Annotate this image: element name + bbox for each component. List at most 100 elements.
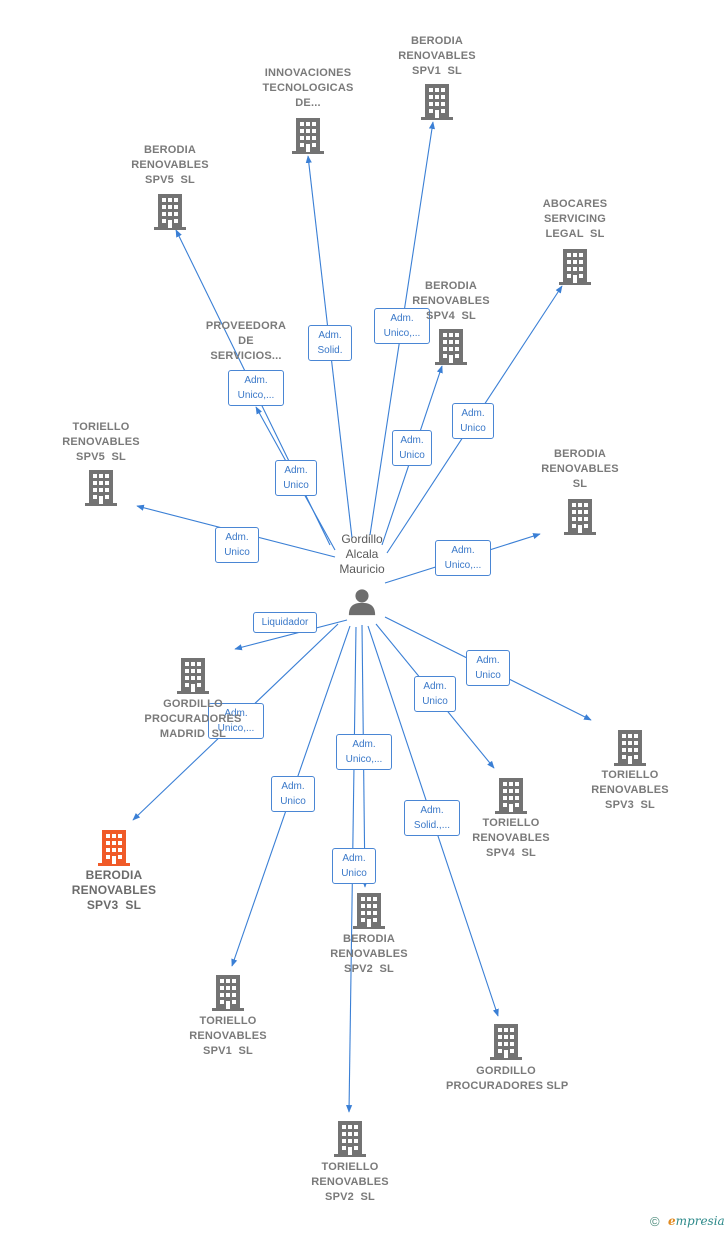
role-label-line: Unico: [460, 423, 486, 434]
company-label-line: SPV3 SL: [86, 898, 142, 912]
brand-logo-text: mpresia: [675, 1214, 725, 1228]
role-label-toriello-renovables-spv5[interactable]: Adm. Unico: [215, 527, 259, 563]
building-icon-innovaciones-tecnologicas[interactable]: [292, 118, 324, 154]
building-icon-berodia-renovables-spv1[interactable]: [421, 84, 453, 120]
building-icon-toriello-renovables-spv2[interactable]: [334, 1121, 366, 1157]
company-label-line: SPV1 SL: [203, 1045, 253, 1057]
role-label-berodia-renovables-spv5[interactable]: Adm.Unico,...: [228, 370, 284, 406]
role-label-toriello-renovables-spv2[interactable]: Adm.Unico: [332, 848, 376, 884]
edge-gordillo-procuradores-madrid: [234, 619, 348, 651]
company-label-line: SERVICIOS...: [210, 350, 282, 362]
company-label-line: GORDILLO: [163, 698, 223, 710]
company-label-line: TORIELLO: [321, 1161, 379, 1173]
node-layer: [85, 84, 646, 1157]
building-icon-berodia-renovables-spv2[interactable]: [353, 893, 385, 929]
role-label-line: Solid.: [317, 345, 343, 356]
role-label-line: Unico: [224, 547, 250, 558]
role-label-berodia-renovables-spv3[interactable]: Adm. Unico,...: [208, 703, 264, 739]
company-label-line: ABOCARES: [542, 198, 608, 210]
role-label-line: Adm.: [400, 435, 424, 446]
company-label-line: RENOVABLES: [330, 948, 408, 960]
role-label-berodia-renovables-sl[interactable]: Adm.Unico,...: [435, 540, 491, 576]
company-label-line: BERODIA: [143, 144, 197, 156]
role-label-line: Adm.: [420, 805, 444, 816]
role-label-line: Adm.: [451, 545, 475, 556]
company-label-gordillo-procuradores-madrid[interactable]: GORDILLO PROCURADORES MADRID SL: [133, 697, 253, 742]
copyright-symbol: ©: [650, 1214, 660, 1229]
company-label-line: RENOVABLES: [541, 463, 619, 475]
building-icon-toriello-renovables-spv4[interactable]: [495, 778, 527, 814]
role-label-berodia-renovables-spv4[interactable]: Adm.Unico: [392, 430, 432, 466]
company-label-line: INNOVACIONES: [264, 67, 352, 79]
company-label-line: PROCURADORES SLP: [446, 1080, 569, 1092]
role-label-line: Adm.: [423, 681, 447, 692]
building-icon-berodia-renovables-spv3[interactable]: [98, 830, 130, 866]
role-label-gordillo-procuradores-slp[interactable]: Adm.Solid.,...: [404, 800, 460, 836]
company-label-line: BERODIA: [410, 35, 464, 47]
building-icon-berodia-renovables-spv5[interactable]: [154, 194, 186, 230]
building-icon-berodia-renovables-sl[interactable]: [564, 499, 596, 535]
role-label-line: Adm.: [281, 781, 305, 792]
building-icon-toriello-renovables-spv5[interactable]: [85, 470, 117, 506]
role-label-line: Adm.: [225, 532, 249, 543]
company-label-line: RENOVABLES: [62, 436, 140, 448]
center-person-name-line: Alcala: [345, 547, 379, 561]
company-label-line: BERODIA: [424, 280, 478, 292]
company-label-line: RENOVABLES: [398, 50, 476, 62]
role-label-berodia-renovables-spv2[interactable]: Adm.Unico,...: [336, 734, 392, 770]
company-label-innovaciones-tecnologicas[interactable]: INNOVACIONES TECNOLOGICAS DE...: [248, 66, 368, 111]
role-label-toriello-renovables-spv4[interactable]: Adm.Unico: [414, 676, 456, 712]
person-icon[interactable]: [348, 589, 376, 616]
role-label-line: Unico: [283, 480, 309, 491]
company-label-line: TECNOLOGICAS: [262, 82, 354, 94]
company-label-toriello-renovables-spv5[interactable]: TORIELLO RENOVABLES SPV5 SL: [41, 420, 161, 465]
building-icon-abocares-servicing-legal[interactable]: [559, 249, 591, 285]
building-icon-gordillo-procuradores-slp[interactable]: [490, 1024, 522, 1060]
building-icon-gordillo-procuradores-madrid[interactable]: [177, 658, 209, 694]
company-label-line: SPV5 SL: [76, 451, 126, 463]
center-person-name-line: Mauricio: [339, 562, 385, 576]
company-label-line: RENOVABLES: [189, 1030, 267, 1042]
role-label-toriello-renovables-spv1[interactable]: Adm. Unico: [271, 776, 315, 812]
brand-logo[interactable]: empresia: [668, 1214, 725, 1228]
role-label-line: Unico: [280, 796, 306, 807]
building-icon-toriello-renovables-spv1[interactable]: [212, 975, 244, 1011]
role-label-line: Adm.: [224, 708, 248, 719]
company-label-line: PROCURADORES: [144, 713, 242, 725]
role-label-innovaciones-tecnologicas[interactable]: Adm. Solid.: [308, 325, 352, 361]
company-label-line: MADRID SL: [159, 728, 227, 740]
building-icon-toriello-renovables-spv3[interactable]: [614, 730, 646, 766]
role-label-toriello-renovables-spv3[interactable]: Adm.Unico: [466, 650, 510, 686]
role-label-berodia-renovables-spv1[interactable]: Adm.Unico,...: [374, 308, 430, 344]
company-label-line: RENOVABLES: [131, 159, 209, 171]
role-label-proveedora-de-servicios[interactable]: Adm. Unico: [275, 460, 317, 496]
role-label-line: Adm.: [318, 330, 342, 341]
role-label-line: Adm.: [284, 465, 308, 476]
company-label-line: TORIELLO: [72, 421, 130, 433]
role-label-line: Unico,...: [217, 723, 255, 734]
role-label-abocares-servicing-legal[interactable]: Adm.Unico: [452, 403, 494, 439]
role-label-line: Adm.: [390, 313, 414, 324]
company-label-line: DE...: [295, 97, 321, 109]
company-label-line: SPV3 SL: [605, 799, 655, 811]
company-label-line: DE: [238, 335, 254, 347]
brand-logo-initial: e: [668, 1214, 676, 1228]
role-label-line: Unico,...: [237, 390, 275, 401]
building-icon-berodia-renovables-spv4[interactable]: [435, 329, 467, 365]
company-label-line: SPV4 SL: [426, 310, 476, 322]
role-label-gordillo-procuradores-madrid[interactable]: Liquidador: [253, 612, 317, 633]
